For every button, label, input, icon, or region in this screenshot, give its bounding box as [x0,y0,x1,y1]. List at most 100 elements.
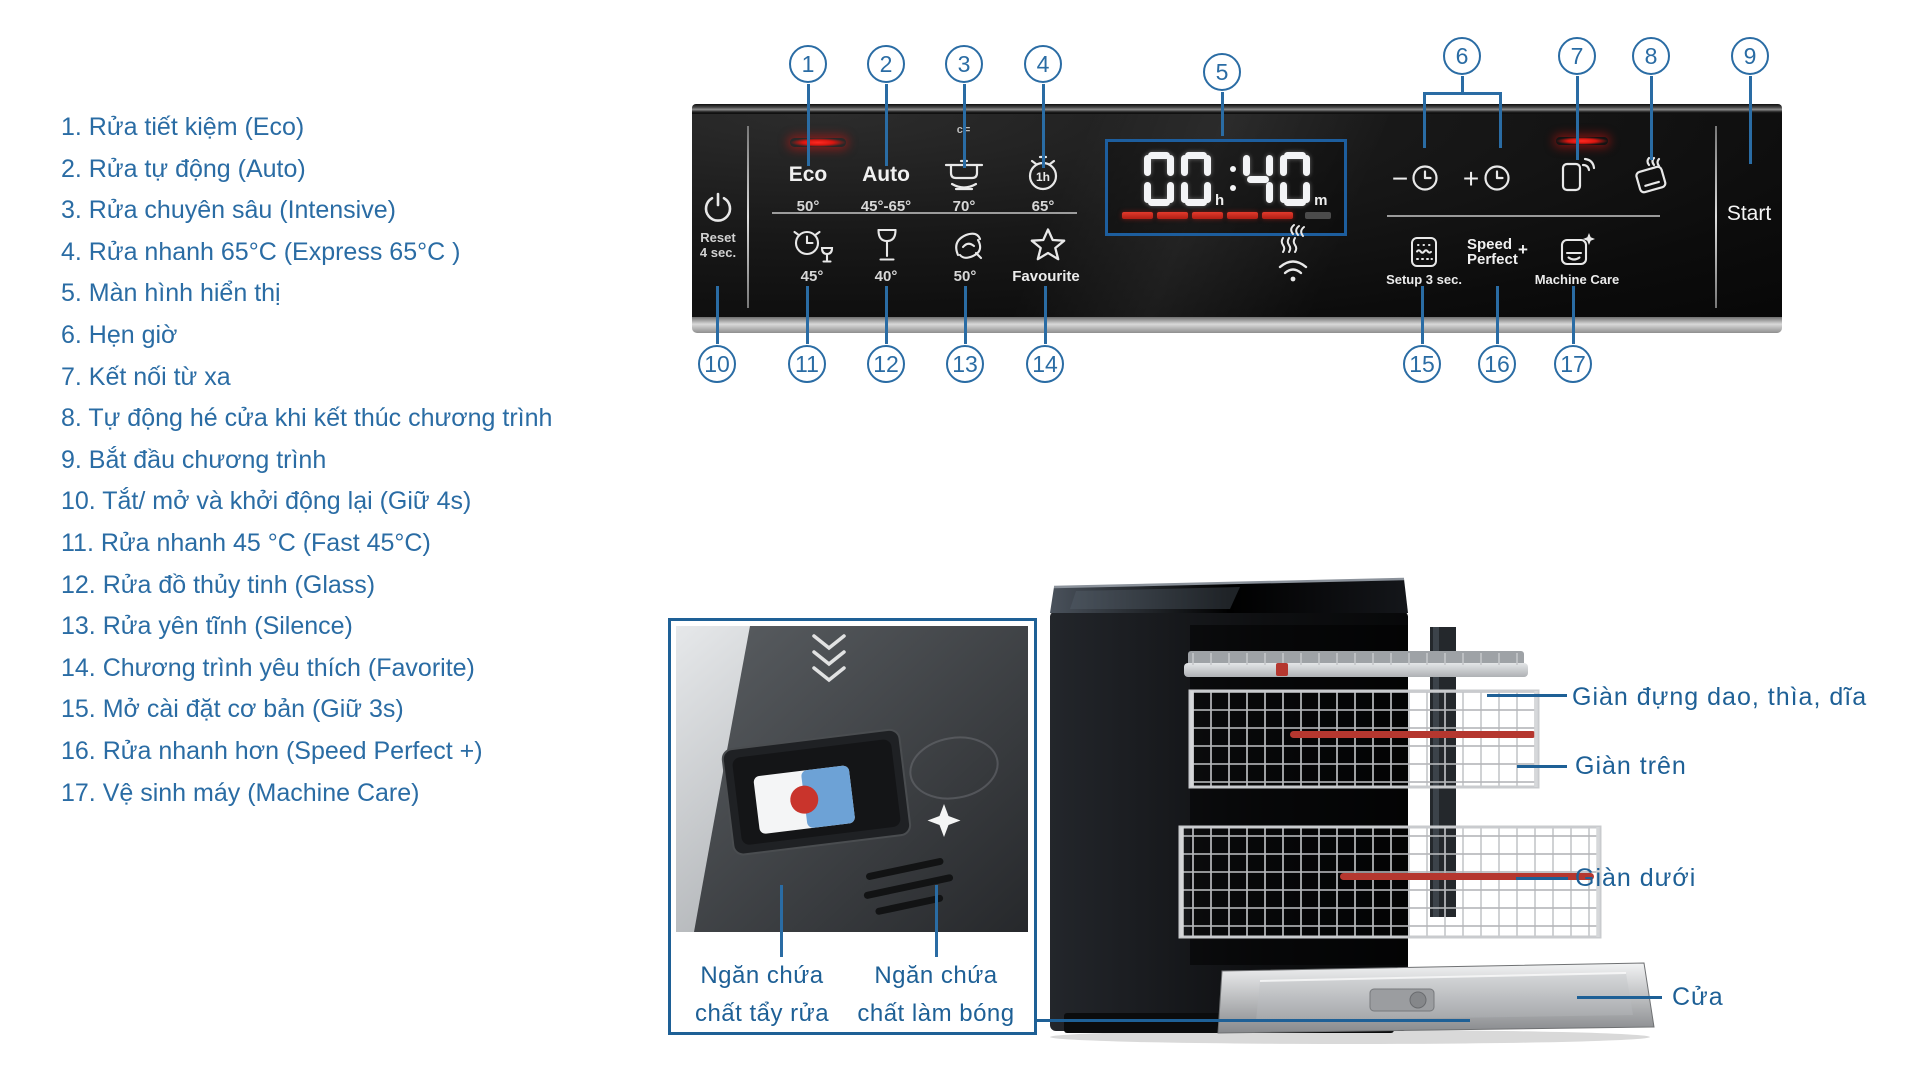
callout-1: 1 [789,45,827,83]
callout-2-line [884,84,888,166]
door-line [1577,996,1662,999]
svg-text:1h: 1h [1036,170,1050,184]
power-reset-label: Reset 4 sec. [699,230,737,260]
callout-6-bracket-left [1423,92,1426,148]
remote-indicator-light [1556,137,1608,145]
callout-4-line [1041,84,1045,168]
program-eco[interactable]: Eco 50° [788,163,828,215]
callout-4: 4 [1024,45,1062,83]
display-digit [1181,152,1211,206]
remote-connect-phone-icon[interactable] [1560,156,1596,194]
star-icon[interactable] [1028,226,1068,264]
legend-item: 10. Tắt/ mở và khởi động lại (Giữ 4s) [61,487,472,516]
rinse-aid-pointer-line [935,885,938,957]
legend-item: 4. Rửa nhanh 65°C (Express 65°C ) [61,237,461,266]
upper-rack-label: Giàn trên [1575,752,1687,780]
legend-item: 11. Rửa nhanh 45 °C (Fast 45°C) [61,528,431,557]
timer-divider [1387,215,1660,217]
callout-14-line [1043,286,1047,344]
machine-care-icon[interactable] [1558,232,1596,268]
legend-item: 13. Rửa yên tĩnh (Silence) [61,612,353,641]
callout-11: 11 [788,345,826,383]
legend-item: 5. Màn hình hiển thị [61,279,281,308]
wine-glass-icon[interactable] [875,228,899,266]
dispenser-photo [676,626,1028,932]
control-panel: Reset 4 sec. Eco 50° Auto 45°-65° c= 70° [692,104,1782,333]
callout-11-line [805,286,809,344]
legend-item: 15. Mở cài đặt cơ bản (Giữ 3s) [61,695,404,724]
legend-item: 14. Chương trình yêu thích (Favorite) [61,653,475,682]
speed-perfect-button[interactable]: Speed Perfect [1467,236,1518,268]
callout-6: 6 [1443,37,1481,75]
callout-15: 15 [1403,345,1441,383]
eco-indicator-light [790,138,846,147]
legend-item: 12. Rửa đồ thủy tinh (Glass) [61,570,376,599]
callout-6-line [1460,76,1464,92]
display-colon [1229,152,1237,206]
display-progress-bar [1122,212,1335,219]
panel-divider-left [747,126,749,308]
callout-6-bracket [1423,92,1502,95]
callout-7: 7 [1558,37,1596,75]
steam-drying-icon [1280,224,1305,253]
wifi-icon [1278,260,1308,282]
callout-6-bracket-right [1499,92,1502,148]
legend-item: 1. Rửa tiết kiệm (Eco) [61,113,305,141]
speed-perfect-plus: + [1518,240,1528,259]
timer-plus-button[interactable]: + [1462,163,1480,194]
auto-door-open-icon [1635,156,1667,194]
start-button[interactable]: Start [1726,202,1772,225]
callout-16: 16 [1478,345,1516,383]
callout-3: 3 [945,45,983,83]
setup-keypad-icon[interactable] [1409,235,1439,269]
door-label: Cửa [1672,983,1724,1011]
legend-item: 6. Hẹn giờ [61,320,178,349]
callout-9: 9 [1731,37,1769,75]
display-hour-unit: h [1215,192,1225,209]
panel-divider-right [1715,126,1717,308]
quick-wash-icon[interactable] [792,228,836,266]
progress-segment [1262,212,1293,219]
legend-item: 8. Tự động hé cửa khi kết thúc chương tr… [61,404,553,433]
legend-item: 9. Bắt đầu chương trình [61,445,327,474]
dispenser-inset-box [668,618,1037,1035]
callout-13: 13 [946,345,984,383]
silence-icon[interactable] [947,228,987,266]
cutlery-rack-label: Giàn đựng dao, thìa, dĩa [1572,683,1868,711]
callout-5: 5 [1203,53,1241,91]
callout-5-line [1220,92,1224,136]
progress-segment [1227,212,1258,219]
panel-bottom-strip [692,317,1782,333]
progress-segment [1192,212,1223,219]
callout-2: 2 [867,45,905,83]
display-digit [1144,152,1174,206]
setup-label: Setup 3 sec. [1386,272,1462,287]
callout-8: 8 [1632,37,1670,75]
lower-rack-label: Giàn dưới [1575,864,1697,892]
program-auto[interactable]: Auto 45°-65° [860,163,912,215]
callout-1-line [806,84,810,166]
callout-7-line [1575,76,1579,160]
callout-10-line [715,286,719,344]
callout-17-line [1571,286,1575,344]
callout-12: 12 [867,345,905,383]
callout-16-line [1495,286,1499,344]
callout-12-line [884,286,888,344]
progress-segment [1157,212,1188,219]
panel-top-bezel [692,104,1782,114]
callout-9-line [1748,76,1752,164]
machine-care-label: Machine Care [1534,272,1620,287]
cutlery-rack-line [1487,694,1567,697]
lower-rack-line [1516,877,1568,880]
legend-list: 1. Rửa tiết kiệm (Eco)2. Rửa tự động (Au… [61,107,552,814]
timer-minus-button[interactable]: − [1391,163,1409,194]
power-icon[interactable] [701,191,735,225]
legend-item: 16. Rửa nhanh hơn (Speed Perfect +) [61,736,483,765]
timer-minus-clock-icon[interactable] [1411,164,1439,192]
display-digit [1280,152,1311,206]
callout-10: 10 [698,345,736,383]
timer-plus-clock-icon[interactable] [1483,164,1511,192]
